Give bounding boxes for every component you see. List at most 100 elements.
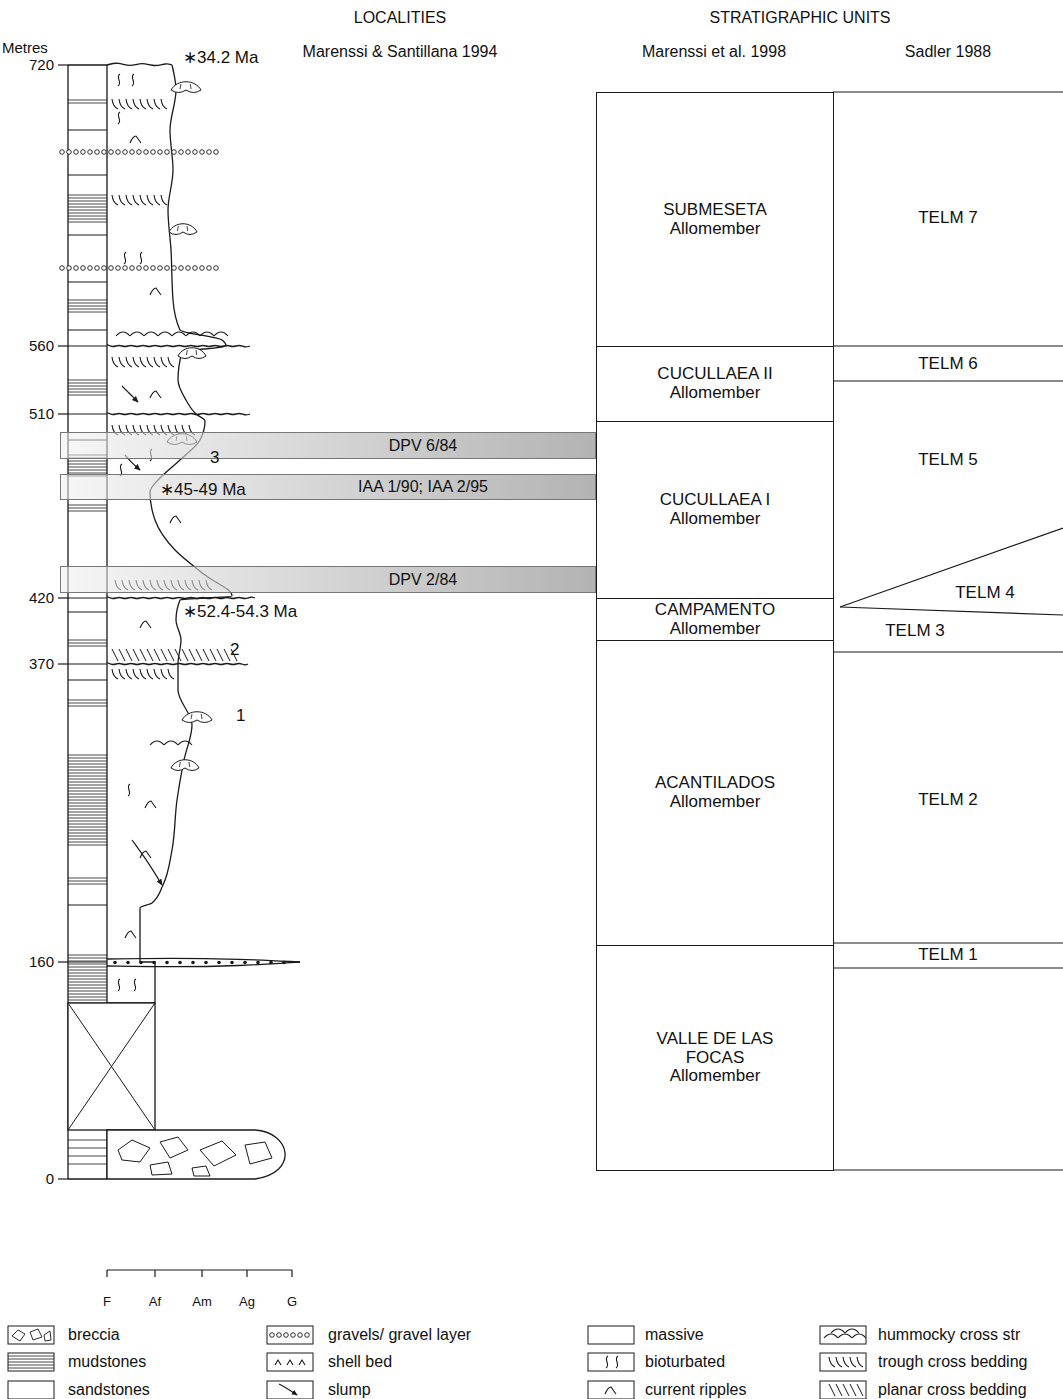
hummocky-cross-stratification xyxy=(838,1334,852,1338)
trough-cross-bedding xyxy=(119,669,125,679)
locality-band: DPV 6/84 xyxy=(60,432,596,459)
mudstone-hatch xyxy=(68,207,107,208)
gravel-layer xyxy=(88,266,93,271)
allomember-name: ACANTILADOS Allomember xyxy=(643,774,788,811)
current-ripple xyxy=(140,621,151,628)
gravel-symbol xyxy=(298,1333,303,1338)
telm-unit-label: TELM 7 xyxy=(918,208,978,228)
gravel-layer xyxy=(74,266,79,271)
hummocky-cross-stratification xyxy=(116,332,130,336)
mudstone-hatch xyxy=(68,806,107,807)
mudstone-hatch xyxy=(68,958,107,959)
shell-rib xyxy=(201,714,203,719)
mudstone-hatch xyxy=(8,1359,54,1360)
planar-cross-bedding xyxy=(829,1384,835,1396)
depth-tick xyxy=(58,413,68,414)
allomember-name: CUCULLAEA II Allomember xyxy=(643,365,788,402)
covered-interval xyxy=(68,1003,155,1130)
hummocky-cross-stratification xyxy=(824,1334,838,1338)
allomember-box: CUCULLAEA II Allomember xyxy=(596,346,834,422)
mudstone-hatch xyxy=(68,700,107,701)
trough-cross-bedding xyxy=(161,99,167,109)
axis-tick xyxy=(291,1270,292,1277)
trough-cross-bedding xyxy=(829,1357,835,1367)
gravel-layer xyxy=(109,150,114,155)
table-rule xyxy=(833,967,1063,968)
legend-swatch xyxy=(8,1381,54,1399)
bed-boundary xyxy=(68,175,107,176)
depth-tick xyxy=(58,64,68,65)
legend-swatch xyxy=(267,1326,313,1344)
legend-swatch xyxy=(267,1381,313,1399)
telm-unit-label: TELM 4 xyxy=(955,583,1015,603)
source-citation: Marenssi et al. 1998 xyxy=(642,43,786,61)
mudstone-hatch xyxy=(68,973,107,974)
mudstone-hatch xyxy=(68,842,107,843)
mudstone-hatch xyxy=(68,970,107,971)
axis-title: Metres xyxy=(2,39,48,56)
trough-cross-bedding xyxy=(147,669,153,679)
mudstone-hatch xyxy=(68,773,107,774)
legend-swatch xyxy=(267,1353,313,1371)
legend-text: shell bed xyxy=(328,1353,392,1371)
breccia-clast xyxy=(245,1142,272,1164)
mudstone-hatch xyxy=(68,791,107,792)
trough-cross-bedding xyxy=(154,195,160,205)
breccia-clast xyxy=(12,1330,25,1341)
trough-cross-bedding xyxy=(119,357,125,367)
mudstone-hatch xyxy=(68,204,107,205)
mudstone-hatch xyxy=(68,201,107,202)
current-ripple xyxy=(150,391,161,398)
allomember-box: CAMPAMENTO Allomember xyxy=(596,598,834,641)
pebble xyxy=(113,961,117,965)
pebble xyxy=(230,961,234,965)
gravel-layer xyxy=(193,150,198,155)
mudstone-hatch xyxy=(68,1000,107,1001)
depth-tick-label: 560 xyxy=(29,337,54,354)
gravel-layer xyxy=(67,266,72,271)
legend-swatch xyxy=(588,1381,634,1399)
mudstone-hatch xyxy=(68,198,107,199)
shell-bed xyxy=(178,348,206,359)
gravel-layer xyxy=(116,266,121,271)
shell-rib xyxy=(177,226,179,231)
gravel-layer xyxy=(200,266,205,271)
axis-tick xyxy=(154,1270,155,1277)
trough-cross-bedding xyxy=(843,1357,849,1367)
mudstone-hatch xyxy=(68,961,107,962)
mudstone-hatch xyxy=(68,755,107,756)
shell-bed xyxy=(171,82,201,93)
source-citation: Marenssi & Santillana 1994 xyxy=(303,43,498,61)
gravel-layer xyxy=(172,266,177,271)
trough-cross-bedding xyxy=(133,357,139,367)
mudstone-hatch xyxy=(68,758,107,759)
pebble xyxy=(243,961,247,965)
table-rule xyxy=(833,345,1063,346)
mudstone-hatch xyxy=(68,300,107,301)
mudstone-hatch xyxy=(68,395,107,396)
gravel-layer xyxy=(130,150,135,155)
mudstone-hatch xyxy=(68,845,107,846)
grain-size-label: Am xyxy=(192,1295,212,1310)
depth-tick xyxy=(58,1178,68,1179)
gravel-layer xyxy=(214,266,219,271)
planar-cross-bedding xyxy=(175,649,181,661)
hummocky-cross-stratification xyxy=(852,1334,866,1338)
mudstone-hatch xyxy=(68,997,107,998)
mudstone-hatch xyxy=(68,839,107,840)
gravel-layer xyxy=(214,150,219,155)
shell-rib xyxy=(187,226,189,231)
slump-arrow xyxy=(132,840,162,885)
mudstone-hatch xyxy=(68,646,107,647)
mudstone-hatch xyxy=(68,794,107,795)
gravel-layer xyxy=(179,150,184,155)
locality-number: 2 xyxy=(230,640,239,660)
hummocky-cross-stratification xyxy=(150,741,164,745)
gravel-layer xyxy=(130,266,135,271)
table-rule xyxy=(833,380,1063,381)
pebble xyxy=(165,961,169,965)
gravel-layer xyxy=(200,150,205,155)
trough-cross-bedding xyxy=(126,195,132,205)
planar-cross-bedding xyxy=(168,649,174,661)
